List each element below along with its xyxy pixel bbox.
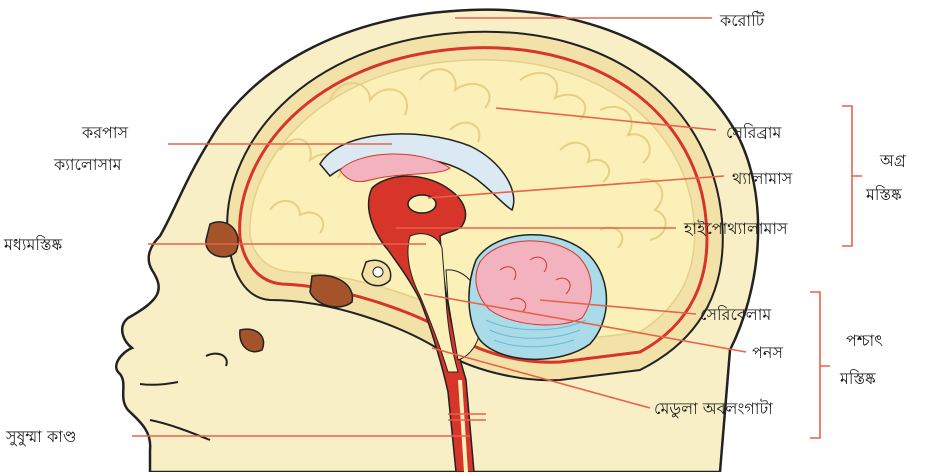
label-midbrain: মধ্যমস্তিষ্ক [3, 235, 62, 254]
label-cerebellum: সেরিবেলাম [700, 305, 772, 324]
bracket-forebrain [842, 106, 862, 246]
label-thalamus: থ্যালামাস [732, 169, 793, 188]
frontal-sinus [206, 222, 238, 257]
label-corpus-callosum-line2: ক্যালোসাম [53, 155, 123, 174]
label-cerebrum: সেরিব্রাম [726, 123, 782, 142]
label-forebrain-line2: মস্তিষ্ক [865, 185, 902, 204]
pituitary-dot [373, 267, 383, 277]
label-spinal-cord: সুষুম্মা কাণ্ড [5, 427, 76, 446]
label-hindbrain-line1: পশ্চাৎ [846, 331, 883, 350]
label-forebrain-line1: অগ্র [879, 151, 907, 170]
label-medulla: মেডুলা অবলংগাটা [654, 399, 773, 418]
label-pons: পনস [752, 343, 783, 362]
cerebellum-cortex [476, 241, 591, 325]
label-skull: করোটি [719, 11, 765, 30]
label-hindbrain-line2: মস্তিষ্ক [839, 369, 876, 388]
label-hypothalamus: হাইপোথ্যালামাস [683, 219, 788, 238]
bracket-hindbrain [810, 292, 830, 438]
label-corpus-callosum-line1: করপাস [81, 123, 128, 142]
